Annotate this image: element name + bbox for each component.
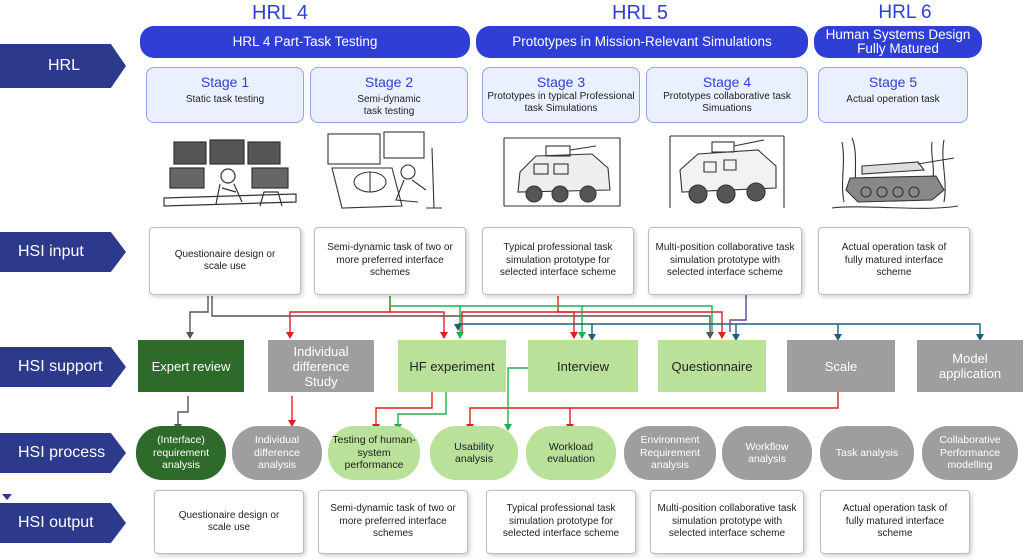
tank-sketch-icon [832, 137, 958, 209]
hrl6-band: Human Systems Design Fully Matured [814, 26, 982, 58]
row-label-hrl-text: HRL [48, 57, 81, 74]
row-label-hsi-input-text: HSI input [18, 243, 84, 260]
row-label-hsi-support: HSI support [0, 347, 126, 387]
armored-vehicle-sketch-2-icon [669, 135, 785, 208]
row-label-hsi-process-text: HSI process [18, 444, 106, 461]
stage-4-box: Stage 4 Prototypes collaborative task Si… [646, 67, 808, 123]
input-box-2: Semi-dynamic task of two or more preferr… [314, 227, 466, 295]
stage-3-desc: Prototypes in typical Professional task … [487, 91, 635, 114]
driving-simulator-sketch-icon [327, 131, 442, 209]
support-hf-experiment-text: HF experiment [409, 358, 495, 374]
row-label-hsi-output: HSI output [0, 503, 126, 543]
output-box-5: Actual operation task of fully matured i… [820, 490, 970, 554]
process-individual-difference-analysis-text: Individual difference analysis [254, 434, 300, 472]
support-interview: Interview [528, 340, 638, 392]
output-box-1: Questionaire design or scale use [154, 490, 304, 554]
input-text-5: Actual operation task of fully matured i… [841, 242, 947, 279]
stage-5-desc: Actual operation task [846, 94, 940, 105]
support-individual-difference-study: Individual difference Study [268, 340, 374, 392]
stage-3-box: Stage 3 Prototypes in typical Profession… [482, 67, 640, 123]
process-collaborative-performance-modelling-text: Collaborative Performance modelling [939, 434, 1001, 472]
hrl4-title: HRL 4 [252, 2, 308, 24]
input-box-3: Typical professional task simulation pro… [482, 227, 634, 295]
output-text-4: Multi-position collaborative task simula… [657, 503, 797, 540]
input-text-4: Multi-position collaborative task simula… [655, 242, 795, 279]
process-usability-analysis-text: Usability analysis [454, 440, 494, 466]
stage-2-box: Stage 2 Semi-dynamic task testing [310, 67, 468, 123]
process-requirement-analysis-text: (Interface) requirement analysis [152, 434, 210, 472]
process-requirement-analysis: (Interface) requirement analysis [136, 426, 226, 480]
stage-3-title: Stage 3 [536, 74, 586, 90]
support-model-application: Model application [917, 340, 1023, 392]
output-text-5: Actual operation task of fully matured i… [842, 503, 948, 540]
support-expert-review: Expert review [138, 340, 244, 392]
process-environment-requirement-analysis-text: Environment Requirement analysis [639, 434, 701, 472]
support-hf-experiment: HF experiment [398, 340, 506, 392]
stage-5-box: Stage 5 Actual operation task [818, 67, 968, 123]
support-scale-text: Scale [824, 358, 858, 374]
input-text-3: Typical professional task simulation pro… [499, 242, 617, 279]
stage-2-desc: Semi-dynamic task testing [357, 94, 421, 117]
support-questionnaire-text: Questionnaire [671, 358, 753, 374]
process-usability-analysis: Usability analysis [430, 426, 518, 480]
process-workflow-analysis-text: Workflow analysis [745, 440, 789, 466]
input-text-2: Semi-dynamic task of two or more preferr… [327, 242, 453, 279]
row-label-hrl: HRL [0, 44, 126, 88]
support-scale: Scale [787, 340, 895, 392]
input-box-4: Multi-position collaborative task simula… [648, 227, 802, 295]
process-workload-evaluation: Workload evaluation [526, 426, 616, 480]
row-label-hsi-input: HSI input [0, 232, 126, 272]
process-workflow-analysis: Workflow analysis [722, 426, 812, 480]
row-label-hsi-support-text: HSI support [18, 358, 103, 375]
output-box-4: Multi-position collaborative task simula… [650, 490, 804, 554]
hrl4-band: HRL 4 Part-Task Testing [140, 26, 470, 58]
input-box-1: Questionaire design or scale use [149, 227, 301, 295]
stage-2-title: Stage 2 [364, 74, 414, 90]
row-label-hsi-output-text: HSI output [18, 514, 94, 531]
stage-1-title: Stage 1 [200, 74, 250, 90]
input-text-1: Questionaire design or scale use [174, 248, 276, 273]
hrl6-title: HRL 6 [878, 2, 932, 23]
process-testing-human-system-performance-text: Testing of human-system performance [332, 434, 416, 472]
output-box-2: Semi-dynamic task of two or more preferr… [318, 490, 468, 554]
support-individual-difference-study-text: Individual difference Study [292, 343, 350, 389]
control-room-sketch-icon [163, 139, 297, 207]
process-testing-human-system-performance: Testing of human-system performance [328, 426, 420, 480]
hrl5-band: Prototypes in Mission-Relevant Simulatio… [476, 26, 808, 58]
armored-vehicle-sketch-icon [503, 137, 621, 207]
process-task-analysis: Task analysis [820, 426, 914, 480]
output-text-2: Semi-dynamic task of two or more preferr… [330, 503, 456, 540]
output-box-3: Typical professional task simulation pro… [486, 490, 636, 554]
input-box-5: Actual operation task of fully matured i… [818, 227, 970, 295]
output-text-1: Questionaire design or scale use [178, 509, 280, 534]
process-environment-requirement-analysis: Environment Requirement analysis [624, 426, 716, 480]
output-text-3: Typical professional task simulation pro… [502, 503, 620, 540]
stage-4-title: Stage 4 [702, 74, 752, 90]
hrl5-title: HRL 5 [612, 2, 668, 24]
row-label-hsi-process: HSI process [0, 433, 126, 473]
process-collaborative-performance-modelling: Collaborative Performance modelling [922, 426, 1018, 480]
process-individual-difference-analysis: Individual difference analysis [232, 426, 322, 480]
stage-1-box: Stage 1 Static task testing [146, 67, 304, 123]
stage-1-desc: Static task testing [185, 94, 265, 105]
stage-5-title: Stage 5 [868, 74, 918, 90]
support-model-application-text: Model application [938, 351, 1002, 381]
support-interview-text: Interview [556, 358, 610, 374]
stage-4-desc: Prototypes collaborative task Simuations [663, 91, 791, 114]
support-questionnaire: Questionnaire [658, 340, 766, 392]
process-task-analysis-text: Task analysis [835, 446, 899, 459]
support-expert-review-text: Expert review [151, 358, 231, 374]
process-workload-evaluation-text: Workload evaluation [547, 440, 595, 466]
